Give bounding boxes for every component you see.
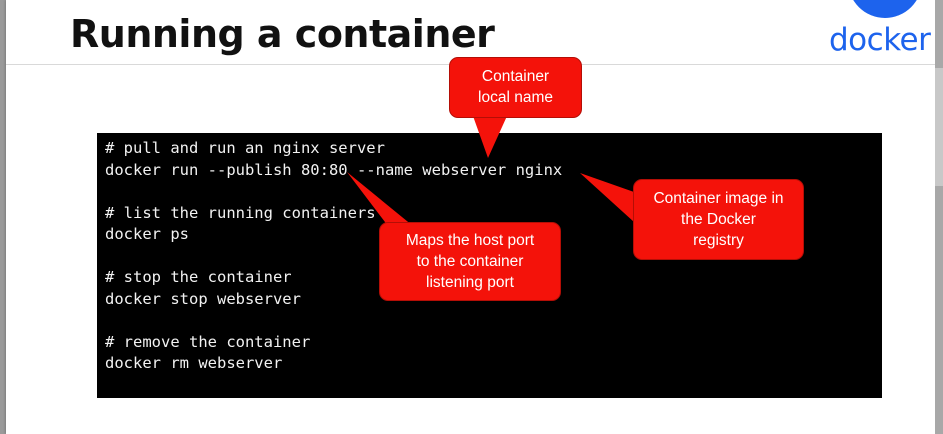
code-line bbox=[105, 181, 562, 203]
docker-whale-icon bbox=[848, 0, 922, 18]
scrollbar-thumb[interactable] bbox=[935, 68, 943, 186]
callout-text: the Docker bbox=[681, 211, 756, 228]
slide-title: Running a container bbox=[70, 12, 495, 56]
callout-text: Container image in bbox=[653, 190, 784, 207]
callout-text: Maps the host port bbox=[405, 232, 535, 249]
code-line: docker run --publish 80:80 --name webser… bbox=[105, 160, 563, 179]
slide: Running a container docker # pull and ru… bbox=[6, 0, 935, 434]
code-line bbox=[105, 310, 562, 332]
docker-logo: docker bbox=[826, 0, 935, 62]
code-line: docker ps bbox=[105, 225, 189, 243]
callout-text: local name bbox=[478, 89, 553, 106]
code-line: # remove the container bbox=[105, 332, 311, 351]
callout-text: Container bbox=[481, 68, 550, 85]
code-line: docker stop webserver bbox=[105, 289, 301, 308]
code-line: # list the running containers bbox=[105, 203, 376, 222]
code-line: docker rm webserver bbox=[105, 354, 283, 372]
code-line: # pull and run an nginx server bbox=[105, 139, 385, 157]
callout-container-image: Container image in the Docker registry bbox=[633, 179, 804, 260]
docker-wordmark: docker bbox=[829, 22, 931, 58]
callout-text: listening port bbox=[426, 274, 514, 291]
callout-text: registry bbox=[693, 232, 744, 249]
callout-port-mapping: Maps the host port to the container list… bbox=[379, 222, 561, 301]
scrollbar-track[interactable] bbox=[935, 0, 943, 434]
callout-text: to the container bbox=[416, 253, 524, 270]
terminal-code: # pull and run an nginx server docker run… bbox=[105, 138, 562, 375]
code-line: # stop the container bbox=[105, 268, 292, 286]
callout-local-name: Container local name bbox=[449, 57, 582, 118]
